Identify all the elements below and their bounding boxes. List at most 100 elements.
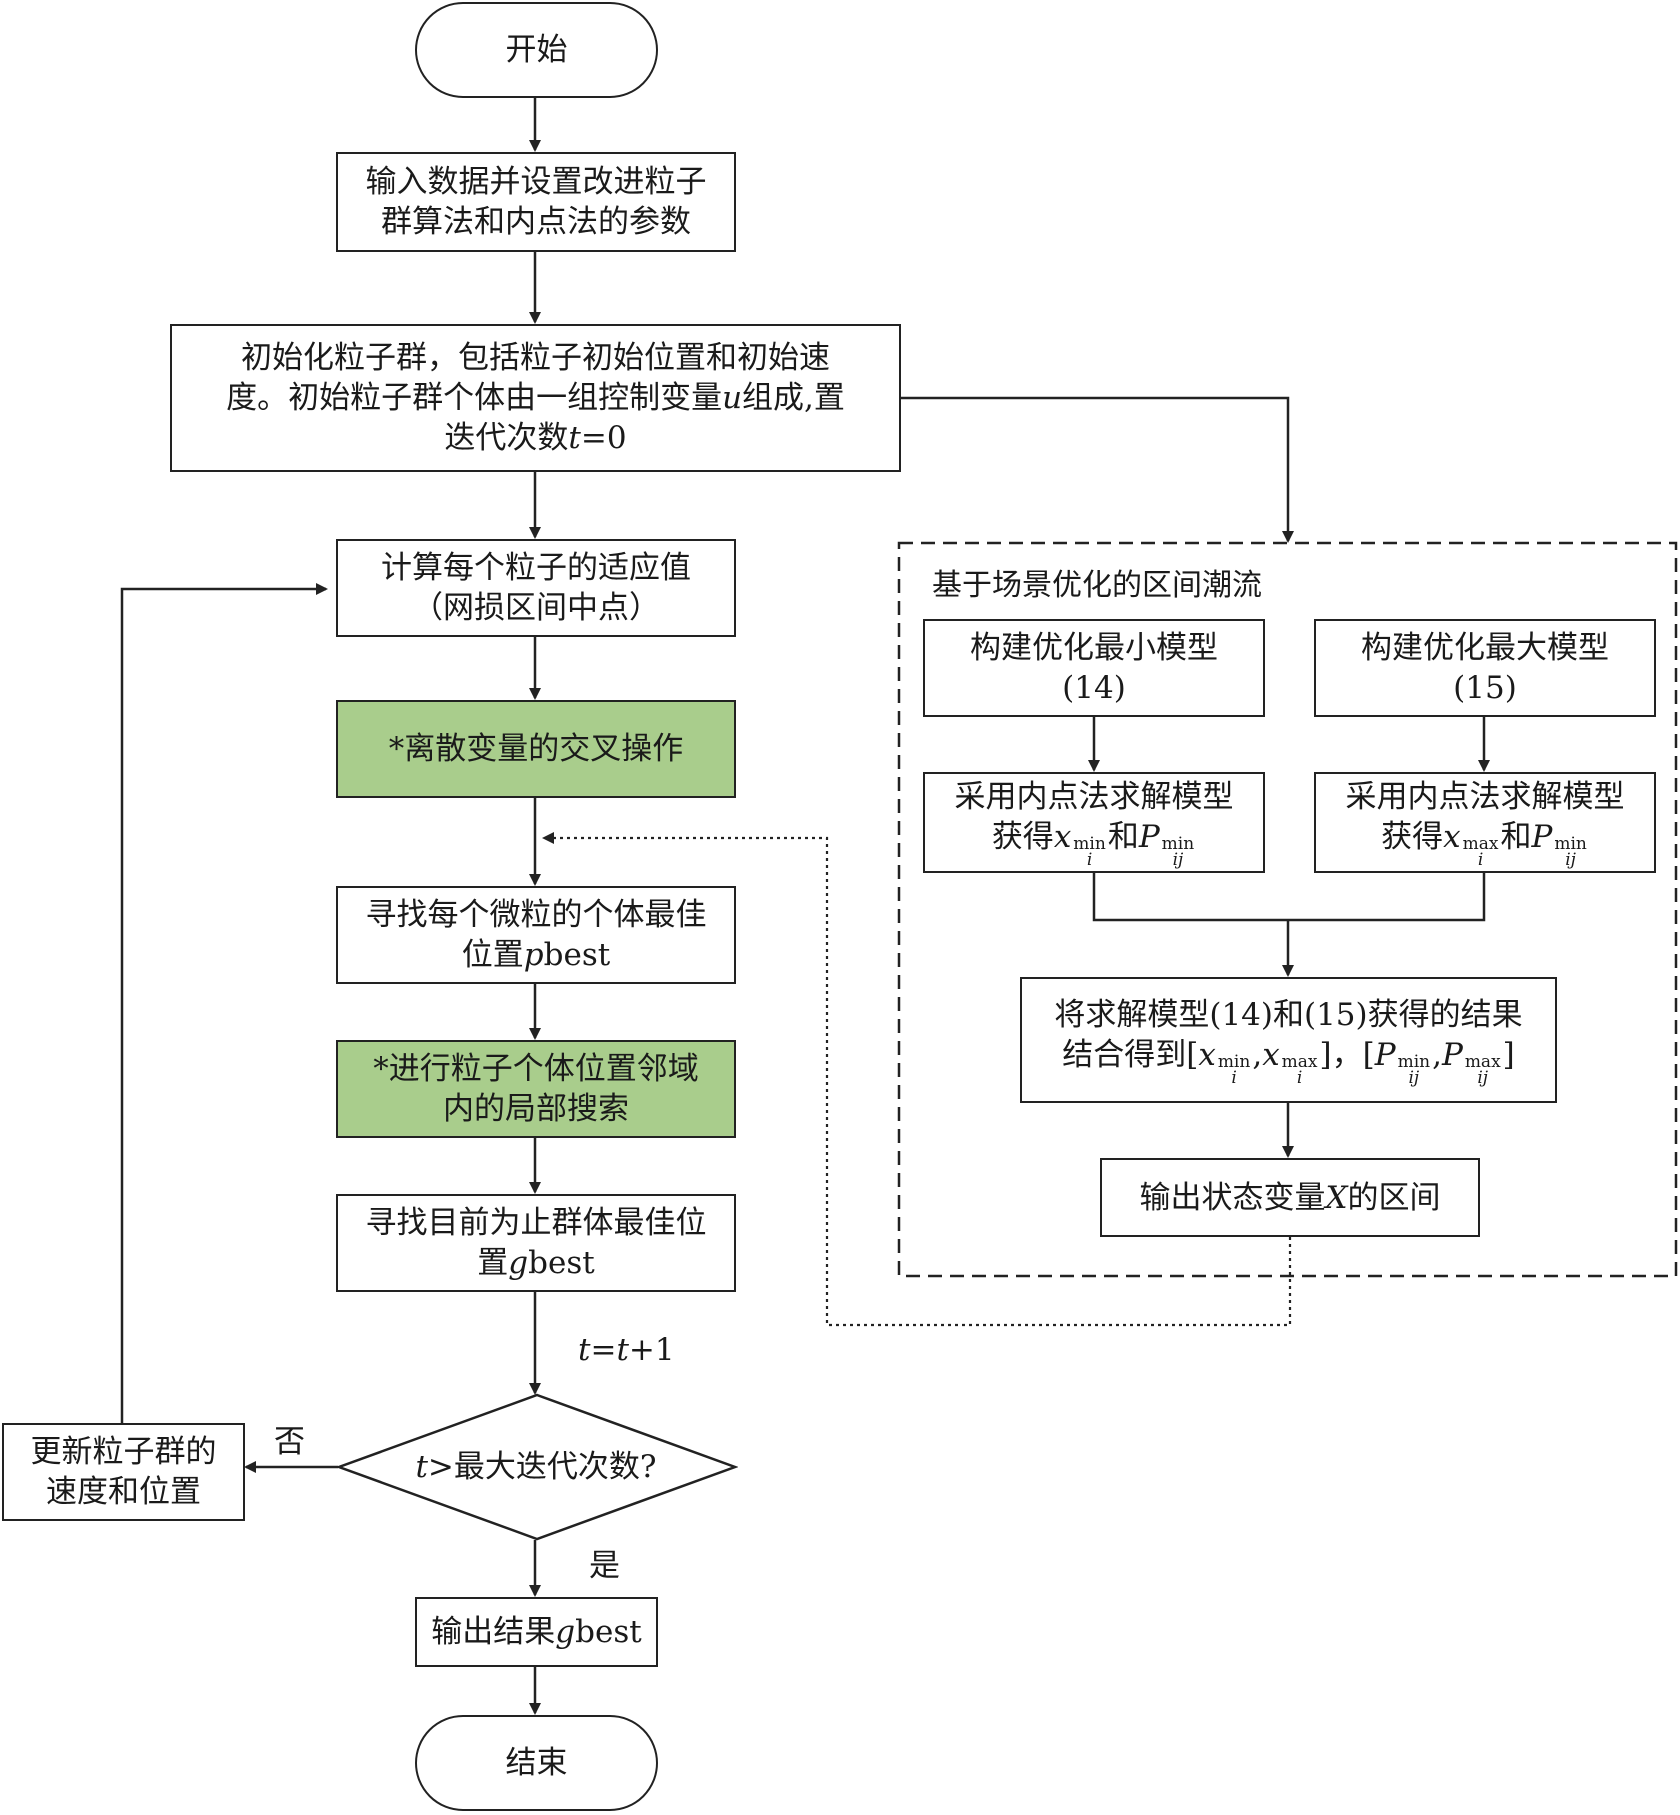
scenario-group-border (897, 541, 1678, 1278)
update-swarm-box: 更新粒子群的 速度和位置 (2, 1423, 245, 1521)
init-line2-b: 组成,置 (742, 380, 845, 416)
pbest-line2-a: 位置 (461, 937, 524, 973)
max-model-line2: (15) (1453, 670, 1517, 706)
init-swarm-line1: 初始化粒子群，包括粒子初始位置和初始速 (241, 340, 830, 376)
merge-solve-lines (1092, 873, 1486, 922)
combine-P1-sup: min (1397, 1051, 1431, 1072)
gbest-line2: 置gbest (477, 1243, 594, 1283)
init-line3-b: =0 (580, 420, 627, 456)
combine-P2-sup: max (1464, 1051, 1501, 1072)
solve-min-x: x (1053, 819, 1072, 855)
loop-update-fitness (120, 583, 328, 1423)
gbest-line2-a: 置 (477, 1245, 509, 1281)
no-label: 否 (274, 1424, 305, 1460)
local-search-line1: *进行粒子个体位置邻域 (373, 1051, 699, 1087)
solve-max-x-sub: i (1477, 850, 1484, 870)
output-result-box: 输出结果gbest (415, 1597, 658, 1667)
combine-P2: P (1441, 1036, 1463, 1073)
solve-min-and: 和 (1107, 819, 1139, 855)
solve-min-P-sub: ij (1172, 850, 1184, 870)
solve-max-x: x (1443, 819, 1461, 855)
solve-min-P-sup: min (1161, 834, 1195, 854)
iter-rest: +1 (628, 1332, 675, 1368)
crossover-box: *离散变量的交叉操作 (336, 700, 736, 798)
crossover-label: *离散变量的交叉操作 (388, 731, 684, 767)
pbest-box: 寻找每个微粒的个体最佳 位置pbest (336, 886, 736, 984)
min-model-box: 构建优化最小模型 (14) (923, 619, 1265, 717)
gbest-line2-b: best (528, 1245, 595, 1281)
solve-max-pre: 获得 (1381, 819, 1444, 855)
max-model-line1: 构建优化最大模型 (1361, 630, 1609, 666)
input-params-line1: 输入数据并设置改进粒子 (365, 164, 707, 200)
combine-line1: 将求解模型(14)和(15)获得的结果 (1054, 996, 1523, 1033)
output-x-post: 的区间 (1347, 1179, 1441, 1216)
solve-max-and: 和 (1500, 819, 1532, 855)
combine-x1: x (1198, 1036, 1216, 1073)
combine-x1-sup: min (1217, 1051, 1251, 1072)
input-params-box: 输入数据并设置改进粒子 群算法和内点法的参数 (336, 152, 736, 252)
iter-var-t2: t (616, 1332, 629, 1368)
output-prefix: 输出结果 (431, 1614, 556, 1650)
gbest-line1: 寻找目前为止群体最佳位 (365, 1205, 707, 1241)
update-line2: 速度和位置 (46, 1474, 201, 1510)
local-search-line2: 内的局部搜索 (443, 1091, 629, 1127)
scenario-group-title: 基于场景优化的区间潮流 (932, 568, 1262, 603)
init-var-t: t (568, 420, 581, 456)
input-params-line2: 群算法和内点法的参数 (381, 204, 691, 240)
combine-pre: 结合得到[ (1062, 1036, 1199, 1073)
fitness-line1: 计算每个粒子的适应值 (381, 550, 691, 586)
feedback-dotted-line (542, 832, 1292, 1327)
solve-min-x-sup: min (1073, 834, 1106, 854)
combine-P1-sub: ij (1408, 1067, 1420, 1088)
fitness-line2: （网损区间中点） (412, 590, 660, 626)
init-swarm-box: 初始化粒子群，包括粒子初始位置和初始速 度。初始粒子群个体由一组控制变量u组成,… (170, 324, 901, 472)
iteration-label: t=t+1 (578, 1332, 675, 1368)
combine-comma2: , (1432, 1036, 1442, 1073)
pbest-line2: 位置pbest (462, 935, 610, 975)
yes-label: 是 (589, 1548, 620, 1584)
combine-x1-sub: i (1231, 1067, 1237, 1088)
init-swarm-line2: 度。初始粒子群个体由一组控制变量u组成,置 (226, 378, 845, 418)
combine-x2: x (1262, 1036, 1280, 1073)
solve-min-line1: 采用内点法求解模型 (954, 779, 1234, 815)
output-result-text: 输出结果gbest (431, 1612, 641, 1652)
arrow-init-group (901, 396, 1294, 543)
local-search-box: *进行粒子个体位置邻域 内的局部搜索 (336, 1040, 736, 1138)
solve-max-x-sup: max (1462, 834, 1499, 854)
solve-max-line1: 采用内点法求解模型 (1345, 779, 1625, 815)
solve-max-P: P (1531, 819, 1553, 855)
solve-max-P-sup: min (1554, 834, 1587, 854)
pbest-line1: 寻找每个微粒的个体最佳 (365, 897, 707, 933)
decision-text: t>最大迭代次数? (336, 1449, 736, 1485)
iter-eq: = (590, 1332, 617, 1368)
output-x-var: X (1325, 1179, 1348, 1216)
gbest-box: 寻找目前为止群体最佳位 置gbest (336, 1194, 736, 1292)
output-x-pre: 输出状态变量 (1139, 1179, 1326, 1216)
fitness-box: 计算每个粒子的适应值 （网损区间中点） (336, 539, 736, 637)
decision-label: >最大迭代次数? (427, 1449, 657, 1485)
start-label: 开始 (505, 32, 568, 68)
combine-mid: ]，[ (1319, 1036, 1375, 1073)
end-label: 结束 (505, 1745, 568, 1781)
min-model-line2: (14) (1062, 670, 1126, 706)
init-line3-a: 迭代次数 (444, 420, 569, 456)
init-var-u: u (722, 380, 743, 416)
pbest-line2-b: best (543, 937, 611, 973)
combine-P2-sub: ij (1477, 1067, 1489, 1088)
update-line1: 更新粒子群的 (30, 1434, 217, 1470)
decision-diamond (336, 1393, 738, 1541)
combine-comma1: , (1252, 1036, 1263, 1073)
combine-x2-sup: max (1281, 1051, 1318, 1072)
gbest-var-g: g (508, 1245, 529, 1281)
